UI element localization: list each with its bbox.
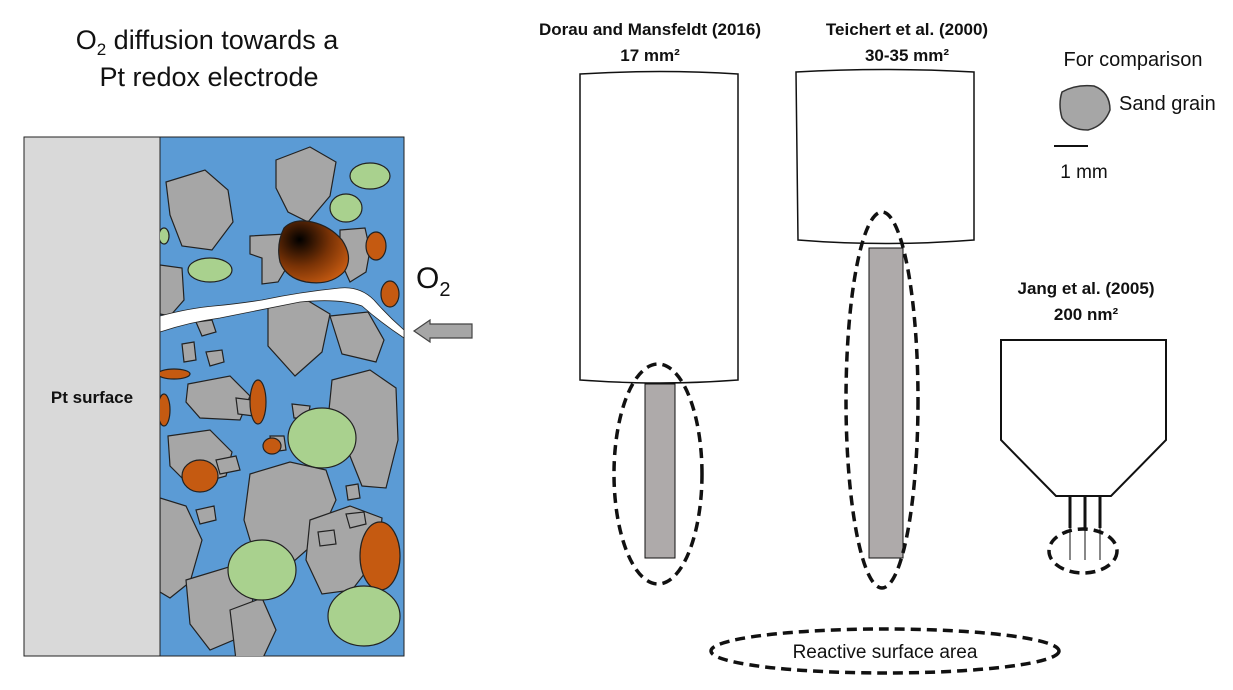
oxygen-pathway	[159, 287, 405, 339]
electrode-1-author: Dorau and Mansfeldt (2016)	[539, 20, 761, 39]
o2-arrow-icon	[412, 318, 473, 344]
small-grain	[345, 511, 367, 529]
electrode-1-body	[579, 70, 739, 384]
electrode-2-author: Teichert et al. (2000)	[826, 20, 988, 39]
moss-aggregate	[349, 162, 391, 190]
small-grain	[181, 341, 197, 363]
electrode-3-area: 200 nm²	[1054, 305, 1119, 324]
small-grain	[195, 505, 217, 525]
moss-aggregate	[160, 227, 170, 245]
organic-matter	[380, 280, 400, 308]
panel-title-line2: Pt redox electrode	[99, 62, 318, 92]
electrode-1-tip	[644, 383, 676, 559]
electrode-1-reactive-area	[612, 362, 704, 586]
sand-grain-icon	[1059, 84, 1111, 131]
electrode-2-area: 30-35 mm²	[865, 46, 949, 65]
small-grain	[195, 319, 217, 337]
electrode-3-nanowires	[1068, 496, 1102, 560]
electrode-3-body	[1000, 339, 1167, 497]
pt-surface	[23, 136, 161, 657]
moss-aggregate	[187, 257, 233, 283]
sand-grain-label: Sand grain	[1119, 93, 1216, 115]
organic-matter	[160, 393, 171, 427]
moss-aggregate	[327, 585, 401, 647]
comparison-heading: For comparison	[1064, 49, 1203, 71]
electrode-2-body	[795, 68, 975, 245]
electrode-2-reactive-area	[844, 210, 920, 590]
legend-reactive-area-label: Reactive surface area	[793, 642, 978, 663]
electrode-2-tip	[868, 247, 904, 559]
organic-matter	[160, 368, 191, 380]
organic-matter	[278, 220, 350, 284]
soil-particles	[160, 146, 401, 656]
small-grain	[205, 349, 225, 367]
pt-surface-label: Pt surface	[51, 388, 133, 407]
moss-aggregate	[287, 407, 357, 469]
organic-matter	[365, 231, 387, 261]
scale-label: 1 mm	[1060, 162, 1108, 183]
electrode-3-author: Jang et al. (2005)	[1017, 279, 1154, 298]
mineral-grain	[275, 146, 337, 223]
mineral-grain	[160, 264, 185, 317]
o2-label: O2	[416, 262, 450, 301]
mineral-grain	[165, 169, 234, 251]
panel-title-line1: O2 diffusion towards a	[76, 25, 340, 59]
mineral-grain	[329, 311, 385, 363]
legend-reactive-area-ellipse	[709, 627, 1061, 675]
moss-aggregate	[329, 193, 363, 223]
organic-matter	[262, 437, 282, 455]
electrode-3-reactive-area	[1047, 527, 1119, 575]
organic-matter	[181, 459, 219, 493]
organic-matter	[249, 379, 267, 425]
moss-aggregate	[227, 539, 297, 601]
small-grain	[317, 529, 337, 547]
small-grain	[215, 455, 241, 475]
mineral-grain	[185, 375, 251, 421]
small-grain	[345, 483, 361, 501]
organic-matter	[359, 521, 401, 591]
electrode-1-area: 17 mm²	[620, 46, 680, 65]
